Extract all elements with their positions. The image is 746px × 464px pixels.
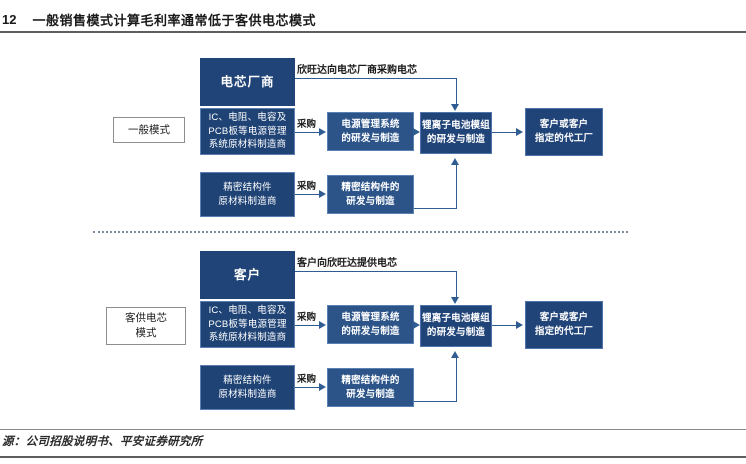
edge-label-purchase-2: 采购	[296, 181, 318, 193]
box-cell-supplier: 电芯厂商	[200, 58, 295, 106]
connector-material-to-pmu-2	[295, 325, 319, 326]
footer-divider-top	[0, 429, 746, 430]
box-material-supplier-line-2: PCB板等电源管理	[208, 125, 287, 137]
box-battery-module-rd: 锂离子电池模组 的研发与制造	[420, 112, 492, 154]
mode-label-general-text: 一般模式	[128, 123, 170, 136]
box-material-supplier-2: IC、电阻、电容及 PCB板等电源管理 系统原材料制造商	[200, 301, 295, 348]
figure-number: 12	[2, 11, 17, 27]
arrowhead-structural-supplier-to-rd	[319, 189, 326, 198]
box-structural-supplier-line-2: 原材料制造商	[218, 195, 277, 207]
box-battery-module-rd-2-line-2: 的研发与制造	[426, 327, 486, 338]
box-material-supplier-2-line-2: PCB板等电源管理	[208, 318, 287, 330]
page-title: 一般销售模式计算毛利率通常低于客供电芯模式	[32, 12, 316, 28]
connector-structural-supplier-to-rd-2	[295, 387, 319, 388]
box-customer-oem-2: 客户或客户 指定的代工厂	[525, 301, 603, 349]
box-structural-rd: 精密结构件的 研发与制造	[327, 175, 414, 214]
header-divider	[0, 31, 746, 33]
edge-label-purchase-cells: 欣旺达向电芯厂商采购电芯	[296, 65, 418, 77]
box-customer-oem-2-line-1: 客户或客户	[539, 312, 589, 324]
connector-structural-rd-to-module-vertical	[456, 165, 457, 209]
box-structural-supplier-2: 精密结构件 原材料制造商	[200, 365, 295, 410]
arrowhead-material-to-pmu-2	[319, 320, 326, 329]
mode-label-customer-supplied-line-1: 客供电芯	[125, 312, 167, 325]
connector-module-to-customer-2	[492, 325, 516, 326]
box-material-supplier: IC、电阻、电容及 PCB板等电源管理 系统原材料制造商	[200, 108, 295, 155]
box-structural-supplier-line-1: 精密结构件	[223, 181, 272, 193]
box-pmu-rd-line-2: 的研发与制造	[341, 132, 400, 144]
edge-label-purchase-1: 采购	[296, 119, 318, 131]
box-material-supplier-2-line-3: 系统原材料制造商	[208, 332, 287, 344]
box-customer-oem-line-2: 指定的代工厂	[534, 133, 594, 144]
connector-structural-rd-to-module-vertical-2	[456, 358, 457, 402]
arrowhead-module-to-customer	[516, 127, 523, 136]
box-battery-module-rd-line-2: 的研发与制造	[426, 134, 486, 145]
box-battery-module-rd-line-1: 锂离子电池模组	[422, 120, 490, 132]
source-note: 源：公司招股说明书、平安证券研究所	[2, 436, 203, 448]
box-pmu-rd: 电源管理系统 的研发与制造	[327, 112, 414, 151]
section-divider-dotted	[93, 231, 628, 233]
connector-customer-to-module-horizontal	[295, 271, 457, 272]
box-structural-rd-line-2: 研发与制造	[346, 195, 395, 207]
box-structural-rd-line-1: 精密结构件的	[341, 181, 400, 193]
diagram-general-mode: 一般模式 电芯厂商 IC、电阻、电容及 PCB板等电源管理 系统原材料制造商 精…	[0, 46, 746, 221]
arrowhead-structural-supplier-to-rd-2	[319, 382, 326, 391]
connector-material-to-pmu	[295, 132, 319, 133]
box-pmu-rd-2: 电源管理系统 的研发与制造	[327, 305, 414, 344]
connector-customer-to-module-vertical	[456, 271, 457, 297]
arrowhead-structural-rd-to-module	[451, 158, 459, 165]
box-structural-supplier-2-line-1: 精密结构件	[223, 374, 272, 386]
arrowhead-pmu-to-module	[413, 127, 420, 136]
box-battery-module-rd-2: 锂离子电池模组 的研发与制造	[420, 305, 492, 347]
footer-divider-bottom	[0, 456, 746, 458]
arrowhead-module-to-customer-2	[516, 320, 523, 329]
arrowhead-cell-to-module	[451, 104, 459, 111]
mode-label-general: 一般模式	[113, 117, 185, 143]
box-material-supplier-line-1: IC、电阻、电容及	[208, 111, 287, 123]
box-pmu-rd-2-line-2: 的研发与制造	[341, 325, 400, 337]
connector-structural-rd-to-module-horizontal-2	[414, 401, 457, 402]
connector-module-to-customer	[492, 132, 516, 133]
diagram-customer-supplied-cell-mode: 客供电芯 模式 客户 IC、电阻、电容及 PCB板等电源管理 系统原材料制造商 …	[0, 241, 746, 421]
arrowhead-customer-to-module	[451, 297, 459, 304]
box-battery-module-rd-2-line-1: 锂离子电池模组	[422, 313, 490, 325]
box-structural-supplier-2-line-2: 原材料制造商	[218, 388, 277, 400]
arrowhead-material-to-pmu	[319, 127, 326, 136]
box-structural-rd-2: 精密结构件的 研发与制造	[327, 368, 414, 407]
mode-label-customer-supplied-line-2: 模式	[135, 327, 157, 339]
box-structural-rd-2-line-1: 精密结构件的	[341, 374, 400, 386]
connector-structural-rd-to-module-horizontal	[414, 208, 457, 209]
connector-structural-supplier-to-rd	[295, 194, 319, 195]
box-structural-supplier: 精密结构件 原材料制造商	[200, 172, 295, 217]
edge-label-purchase-3: 采购	[296, 312, 318, 324]
box-customer-source: 客户	[200, 251, 295, 299]
edge-label-purchase-4: 采购	[296, 374, 318, 386]
arrowhead-structural-rd-to-module-2	[451, 351, 459, 358]
connector-cell-to-module-vertical	[456, 78, 457, 104]
box-customer-oem: 客户或客户 指定的代工厂	[525, 108, 603, 156]
connector-cell-to-module-horizontal	[295, 78, 457, 79]
box-cell-supplier-text: 电芯厂商	[220, 74, 275, 89]
box-customer-oem-line-1: 客户或客户	[539, 119, 589, 131]
box-material-supplier-2-line-1: IC、电阻、电容及	[208, 304, 287, 316]
box-customer-source-text: 客户	[233, 267, 261, 282]
mode-label-customer-supplied: 客供电芯 模式	[106, 307, 186, 345]
figure-header: 12 一般销售模式计算毛利率通常低于客供电芯模式	[0, 6, 746, 32]
box-material-supplier-line-3: 系统原材料制造商	[208, 139, 287, 151]
box-pmu-rd-2-line-1: 电源管理系统	[341, 311, 400, 323]
box-pmu-rd-line-1: 电源管理系统	[341, 118, 400, 130]
arrowhead-pmu-to-module-2	[413, 320, 420, 329]
box-structural-rd-2-line-2: 研发与制造	[346, 388, 395, 400]
box-customer-oem-2-line-2: 指定的代工厂	[534, 326, 594, 337]
edge-label-customer-supplies-cells: 客户向欣旺达提供电芯	[296, 258, 398, 270]
